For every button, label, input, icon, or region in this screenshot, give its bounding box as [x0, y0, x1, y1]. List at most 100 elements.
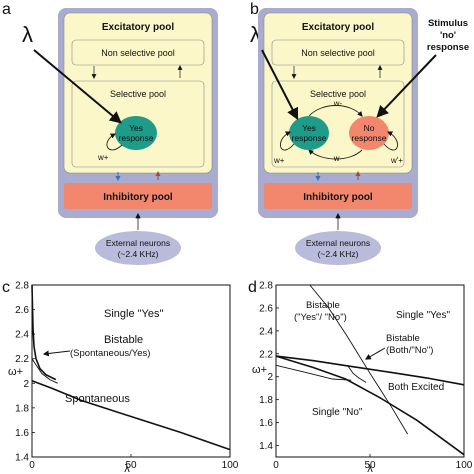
panel-b-letter: b [250, 1, 259, 18]
panel-b-no-self-loop [383, 131, 398, 151]
d-xtick-label: 50 [364, 460, 376, 471]
panel-b-stimulus-arrow [376, 54, 437, 118]
panel-b-stimulus-line2: 'no' [440, 30, 456, 41]
chart-d-region-yes: Single "Yes" [396, 310, 450, 321]
d-ytick-label: 2.8 [259, 281, 273, 292]
panel-a-non-selective-label: Non selective pool [101, 48, 175, 58]
c-ytick-label: 1.4 [15, 453, 29, 464]
chart-c-x-axis: 0 50 100 [29, 454, 239, 471]
c-ytick-label: 2.4 [15, 330, 29, 341]
c-ytick-label: 1.8 [15, 403, 29, 414]
chart-d-region-bistable-a-1: Bistable [306, 300, 340, 311]
chart-c-region-bistable-2: (Spontaneous/Yes) [70, 348, 150, 359]
c-ytick-label: 2.2 [15, 354, 29, 365]
c-series-line [31, 380, 231, 451]
panel-a-lambda: λ [22, 22, 33, 47]
chart-c-y-axis: 1.4 1.6 1.8 2 2.2 2.4 2.6 2.8 [15, 281, 35, 464]
panel-b-stimulus-line1: Stimulus [428, 18, 468, 29]
c-ytick-label: 2 [23, 379, 29, 390]
panel-a-external-ellipse [95, 231, 181, 265]
panel-b-external-line2: (~2.4 KHz) [318, 249, 359, 259]
panel-b-inhibitory-box [264, 183, 412, 209]
chart-d-region-bistable-b-1: Bistable [386, 333, 420, 344]
chart-c-xlabel: λ [124, 463, 130, 474]
d-series-line [275, 355, 465, 456]
chart-d-series [275, 284, 465, 456]
panel-a-inhibitory-box [64, 183, 212, 209]
d-ytick-label: 2 [267, 372, 273, 383]
panel-a-external-line1: External neurons [106, 238, 170, 248]
chart-d-ylabel: ω+ [252, 364, 267, 376]
panel-a-external-line2: (~2.4 KHz) [118, 249, 159, 259]
d-xtick-label: 100 [456, 460, 473, 471]
chart-d-region-no: Single "No" [312, 407, 363, 418]
d-series-line [275, 364, 352, 381]
chart-c-region-yes: Single "Yes" [104, 308, 163, 320]
panel-a-w-plus: w+ [97, 153, 109, 162]
chart-d-region-both: Both Excited [388, 382, 444, 393]
panel-a-selective-label: Selective pool [110, 89, 166, 99]
chart-c-bistable-pointer [42, 350, 71, 357]
d-ytick-label: 1.6 [259, 418, 273, 429]
panel-a-yes-pool [115, 116, 157, 150]
panel-b-w-minus-top: w- [333, 99, 343, 108]
panel-a-yes-label-2: response [119, 133, 154, 143]
panel-a-non-selective-box [71, 39, 205, 66]
d-ytick-label: 2.4 [259, 326, 273, 337]
panel-a-self-loop [106, 133, 123, 151]
panel-b-yes-pool [289, 116, 329, 150]
chart-d-xlabel: λ [367, 463, 373, 474]
c-ytick-label: 1.6 [15, 428, 29, 439]
panel-a-lambda-arrow [33, 49, 122, 124]
chart-c-ylabel: ω+ [8, 366, 23, 378]
panel-b-stimulus-line3: response [427, 42, 469, 53]
panel-a-inhibitory-label: Inhibitory pool [103, 192, 173, 203]
panel-b-external-ellipse [295, 231, 381, 265]
panel-b-w-plus: w+ [273, 156, 285, 165]
panel-b-external-line1: External neurons [306, 238, 370, 248]
chart-d-y-axis: 1.41.61.822.22.42.62.8 [259, 281, 279, 452]
panel-b-lambda: λ [250, 22, 261, 47]
chart-c-letter: c [2, 279, 10, 296]
d-ytick-label: 1.8 [259, 395, 273, 406]
c-xtick-label: 0 [29, 460, 35, 471]
chart-c-series [31, 284, 231, 451]
panel-b-inhib-arc-bottom [308, 149, 363, 160]
chart-c-region-spontaneous: Spontaneous [65, 393, 130, 405]
panel-a: a λ Excitatory pool Non selective pool S… [2, 1, 218, 265]
panel-b-w-minus-mid: w- [333, 154, 343, 163]
c-series-line [31, 358, 58, 384]
panel-b: b λ Excitatory pool Non selective pool S… [250, 1, 469, 265]
d-series-line [347, 365, 367, 383]
panel-b-inhibitory-label: Inhibitory pool [303, 192, 373, 203]
panel-b-excitatory-title: Excitatory pool [302, 22, 374, 33]
panel-b-lambda-arrow [261, 49, 299, 121]
panel-a-letter: a [2, 1, 11, 18]
d-series-line [275, 355, 465, 386]
chart-d-region-bistable-a-2: ("Yes"/ "No") [294, 312, 347, 323]
panel-b-w-prime-plus: w'+ [390, 156, 403, 165]
d-ytick-label: 1.4 [259, 441, 273, 452]
panel-b-no-label-2: response [352, 133, 387, 143]
panel-b-no-label: No [364, 123, 375, 133]
panel-b-no-pool [349, 116, 389, 150]
c-xtick-label: 50 [125, 460, 137, 471]
chart-d-letter: d [248, 279, 257, 296]
chart-c-region-bistable-1: Bistable [104, 334, 143, 346]
panel-b-inhib-arc-top [308, 105, 363, 117]
c-ytick-label: 2.6 [15, 305, 29, 316]
panel-b-yes-label: Yes [302, 123, 316, 133]
chart-c: c 1.4 1.6 1.8 2 2.2 2.4 2.6 2.8 0 50 100 ω+ λ Sin… [2, 279, 239, 474]
chart-d-bistable-pointer [364, 347, 386, 360]
panel-b-yes-label-2: response [292, 133, 327, 143]
c-xtick-label: 100 [222, 460, 239, 471]
panel-b-selective-label: Selective pool [310, 89, 366, 99]
c-ytick-label: 2.8 [15, 281, 29, 292]
panel-a-yes-label: Yes [129, 123, 143, 133]
d-series-line [309, 284, 408, 435]
d-xtick-label: 0 [273, 460, 279, 471]
panel-b-yes-self-loop [280, 131, 295, 151]
chart-d-region-bistable-b-2: (Both/"No") [386, 345, 433, 356]
